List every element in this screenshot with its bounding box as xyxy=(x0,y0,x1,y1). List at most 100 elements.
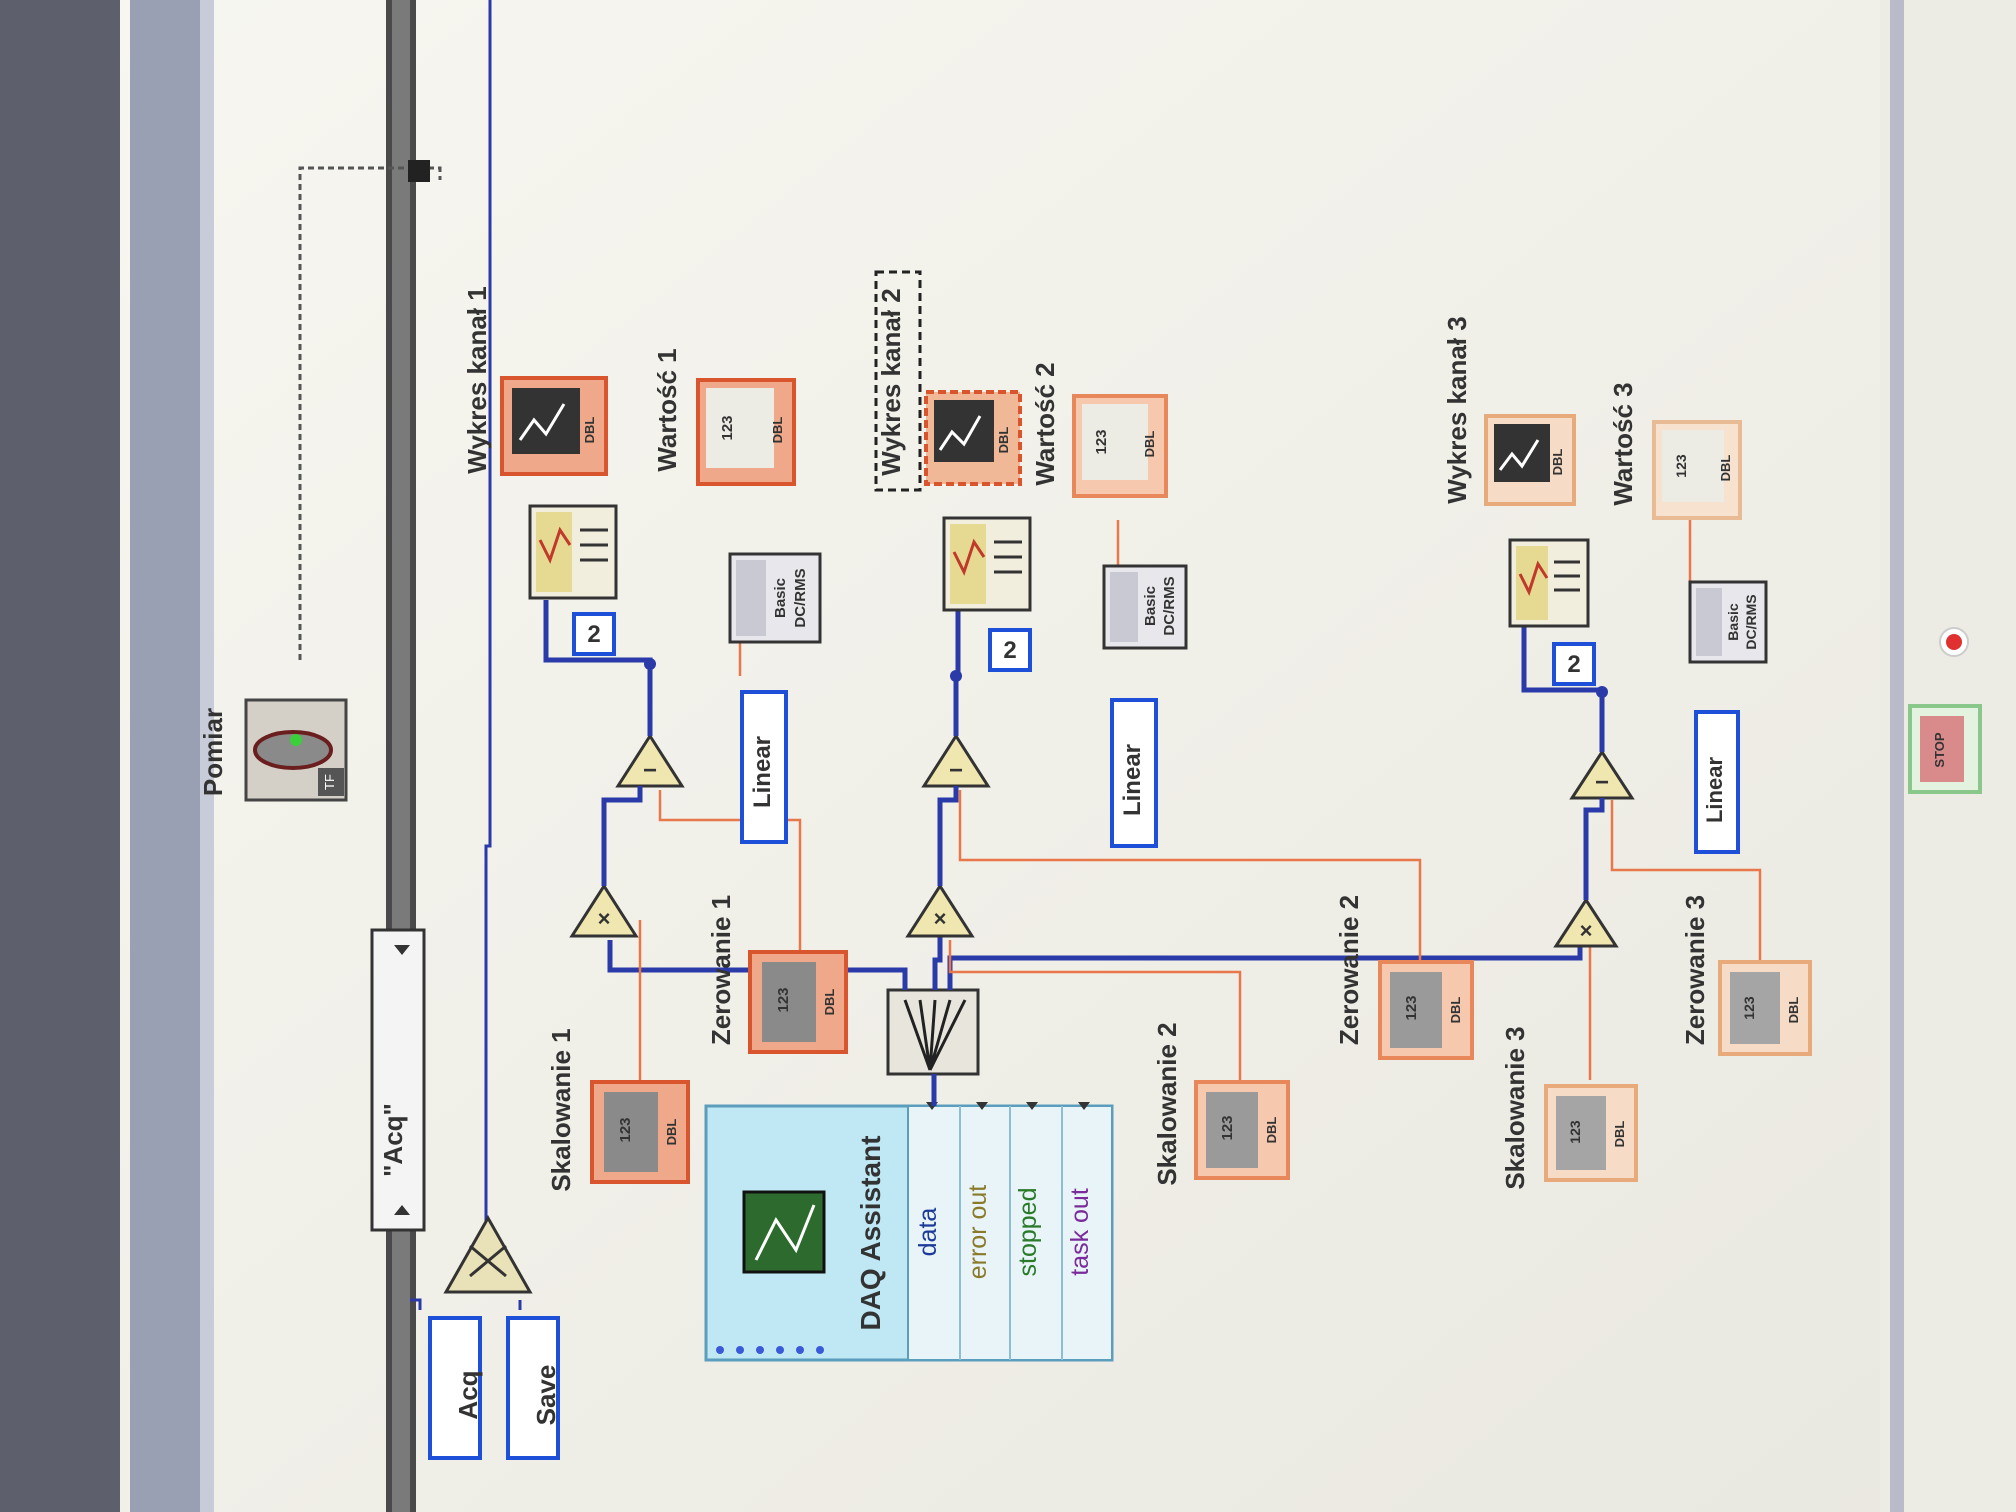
pomiar-indicator[interactable]: TF xyxy=(244,698,348,802)
skalowanie-1-control[interactable]: 123 DBL xyxy=(590,1080,690,1184)
zerowanie-2-control[interactable]: 123 DBL xyxy=(1378,960,1474,1060)
svg-text:−: − xyxy=(949,757,963,784)
wartosc-1-terminal[interactable]: 123 DBL xyxy=(696,378,796,486)
skalowanie-3-num-tag: 123 xyxy=(1567,1120,1583,1144)
stop-button-text: STOP xyxy=(1932,732,1947,767)
zerowanie-2-dbl-tag: DBL xyxy=(1448,997,1463,1024)
wykres-2-dbl-tag: DBL xyxy=(996,427,1011,454)
numeric-constant-2-ch2[interactable]: 2 xyxy=(988,628,1032,672)
offset-subtract-node-1[interactable]: − xyxy=(615,733,685,788)
skalowanie-3-control[interactable]: 123 DBL xyxy=(1544,1084,1638,1182)
channel-1-chain-wire xyxy=(601,786,643,886)
waveform-build-node-3[interactable] xyxy=(1508,538,1590,628)
basic-dcrms-vi-1[interactable]: Basic DC/RMS xyxy=(728,552,822,644)
wykres-3-dbl-tag: DBL xyxy=(1550,449,1565,476)
linear-enum-ch2[interactable]: Linear xyxy=(1110,698,1158,848)
scale-multiply-node-2[interactable]: × xyxy=(905,883,975,938)
waveform-build-node-2[interactable] xyxy=(942,516,1032,612)
zerowanie-1-num-tag: 123 xyxy=(775,987,792,1012)
wartosc-3-terminal[interactable]: 123 DBL xyxy=(1652,420,1742,520)
acq-wire xyxy=(410,1298,422,1310)
select-node[interactable] xyxy=(443,1214,533,1294)
case-selector-value: "Acq" xyxy=(378,1103,408,1177)
linear-enum-ch3[interactable]: Linear xyxy=(1694,710,1740,854)
zerowanie-2-num-tag: 123 xyxy=(1403,995,1420,1020)
svg-text:−: − xyxy=(1595,769,1609,796)
basic-dcrms-3-line2: DC/RMS xyxy=(1743,594,1759,649)
basic-dcrms-1-line1: Basic xyxy=(772,578,789,618)
zerowanie-3-num-tag: 123 xyxy=(1741,996,1757,1020)
skalowanie-3-dbl-tag: DBL xyxy=(1612,1121,1627,1148)
numeric-constant-2-ch3[interactable]: 2 xyxy=(1552,642,1596,686)
daq-terminal-task-out[interactable]: task out xyxy=(1066,1188,1094,1276)
numeric-constant-2-ch1[interactable]: 2 xyxy=(572,612,616,656)
wartosc-1-label: Wartość 1 xyxy=(652,348,682,471)
wykres-kanal-2-label: Wykres kanał 2 xyxy=(876,288,906,475)
zerowanie-3-dbl-tag: DBL xyxy=(1786,997,1801,1024)
skalowanie-2-num-tag: 123 xyxy=(1219,1115,1236,1140)
case-next-arrow-icon[interactable] xyxy=(394,945,410,955)
wartosc-3-dbl-tag: DBL xyxy=(1718,455,1733,482)
wartosc-2-dbl-tag: DBL xyxy=(1142,431,1157,458)
acq-enum-text: Acq xyxy=(453,1370,483,1419)
wartosc-3-num-tag: 123 xyxy=(1673,454,1689,478)
wartosc-1-dbl-tag: DBL xyxy=(770,417,785,444)
wartosc-2-label: Wartość 2 xyxy=(1030,362,1060,485)
index-array-node[interactable] xyxy=(886,988,980,1076)
enum-wire xyxy=(484,0,492,1230)
wykres-kanal-2-terminal[interactable]: DBL xyxy=(924,390,1022,486)
linear-enum-ch1[interactable]: Linear xyxy=(740,690,788,844)
acq-enum-constant[interactable]: Acq xyxy=(428,1316,483,1460)
svg-text:−: − xyxy=(643,757,657,784)
pomiar-label: Pomiar xyxy=(198,708,228,796)
basic-dcrms-vi-2[interactable]: Basic DC/RMS xyxy=(1102,564,1188,650)
basic-dcrms-1-line2: DC/RMS xyxy=(792,568,809,627)
wykres-kanal-3-terminal[interactable]: DBL xyxy=(1484,414,1576,506)
channel-2-chain-wire xyxy=(937,786,959,886)
numeric-constant-2-ch3-text: 2 xyxy=(1567,651,1580,678)
linear-enum-ch1-text: Linear xyxy=(749,736,776,808)
skalowanie-1-label: Skalowanie 1 xyxy=(546,1028,576,1191)
save-enum-text: Save xyxy=(531,1365,561,1426)
vertical-scrollbar[interactable] xyxy=(1890,0,1904,1512)
wykres-kanal-1-terminal[interactable]: DBL xyxy=(500,376,608,476)
scaling-wires xyxy=(638,520,1762,1080)
basic-dcrms-vi-3[interactable]: Basic DC/RMS xyxy=(1688,580,1768,664)
numeric-constant-2-ch2-text: 2 xyxy=(1003,637,1016,664)
zerowanie-3-label: Zerowanie 3 xyxy=(1680,895,1710,1045)
outer-frame-left xyxy=(130,0,200,1512)
skalowanie-1-num-tag: 123 xyxy=(617,1117,634,1142)
channel-3-branch-wire xyxy=(1521,610,1605,752)
svg-text:×: × xyxy=(598,906,611,931)
scale-multiply-node-3[interactable]: × xyxy=(1553,897,1619,948)
case-prev-arrow-icon[interactable] xyxy=(394,1205,410,1215)
daq-terminal-stopped[interactable]: stopped xyxy=(1014,1188,1042,1277)
stop-button-terminal[interactable]: STOP xyxy=(1908,704,1982,794)
wartosc-2-terminal[interactable]: 123 DBL xyxy=(1072,394,1168,498)
skalowanie-2-dbl-tag: DBL xyxy=(1264,1117,1279,1144)
skalowanie-2-control[interactable]: 123 DBL xyxy=(1194,1080,1290,1180)
case-selector[interactable]: "Acq" xyxy=(370,928,426,1232)
waveform-build-node-1[interactable] xyxy=(528,504,618,600)
svg-text:×: × xyxy=(1580,918,1593,943)
skalowanie-1-dbl-tag: DBL xyxy=(664,1119,679,1146)
zerowanie-2-label: Zerowanie 2 xyxy=(1334,895,1364,1045)
wykres-kanal-3-label: Wykres kanał 3 xyxy=(1442,316,1472,503)
daq-assistant-vi[interactable]: DAQ Assistant data error out stopped tas… xyxy=(704,1102,1114,1362)
wartosc-2-num-tag: 123 xyxy=(1093,429,1110,454)
offset-subtract-node-3[interactable]: − xyxy=(1569,749,1635,800)
while-loop-border-inner xyxy=(392,0,410,1512)
save-enum-constant[interactable]: Save xyxy=(506,1316,561,1460)
zerowanie-1-control[interactable]: 123 DBL xyxy=(748,950,848,1054)
record-stop-icon[interactable] xyxy=(1939,627,1969,657)
daq-terminal-data[interactable]: data xyxy=(914,1208,942,1257)
wykres-kanal-1-label: Wykres kanał 1 xyxy=(462,286,492,473)
basic-dcrms-2-line2: DC/RMS xyxy=(1161,576,1178,635)
wykres-1-dbl-tag: DBL xyxy=(582,417,597,444)
basic-dcrms-3-line1: Basic xyxy=(1725,603,1741,641)
skalowanie-3-label: Skalowanie 3 xyxy=(1500,1026,1530,1189)
scale-multiply-node-1[interactable]: × xyxy=(569,883,639,938)
zerowanie-3-control[interactable]: 123 DBL xyxy=(1718,960,1812,1056)
daq-terminal-error-out[interactable]: error out xyxy=(964,1185,992,1280)
zerowanie-1-label: Zerowanie 1 xyxy=(706,895,736,1045)
